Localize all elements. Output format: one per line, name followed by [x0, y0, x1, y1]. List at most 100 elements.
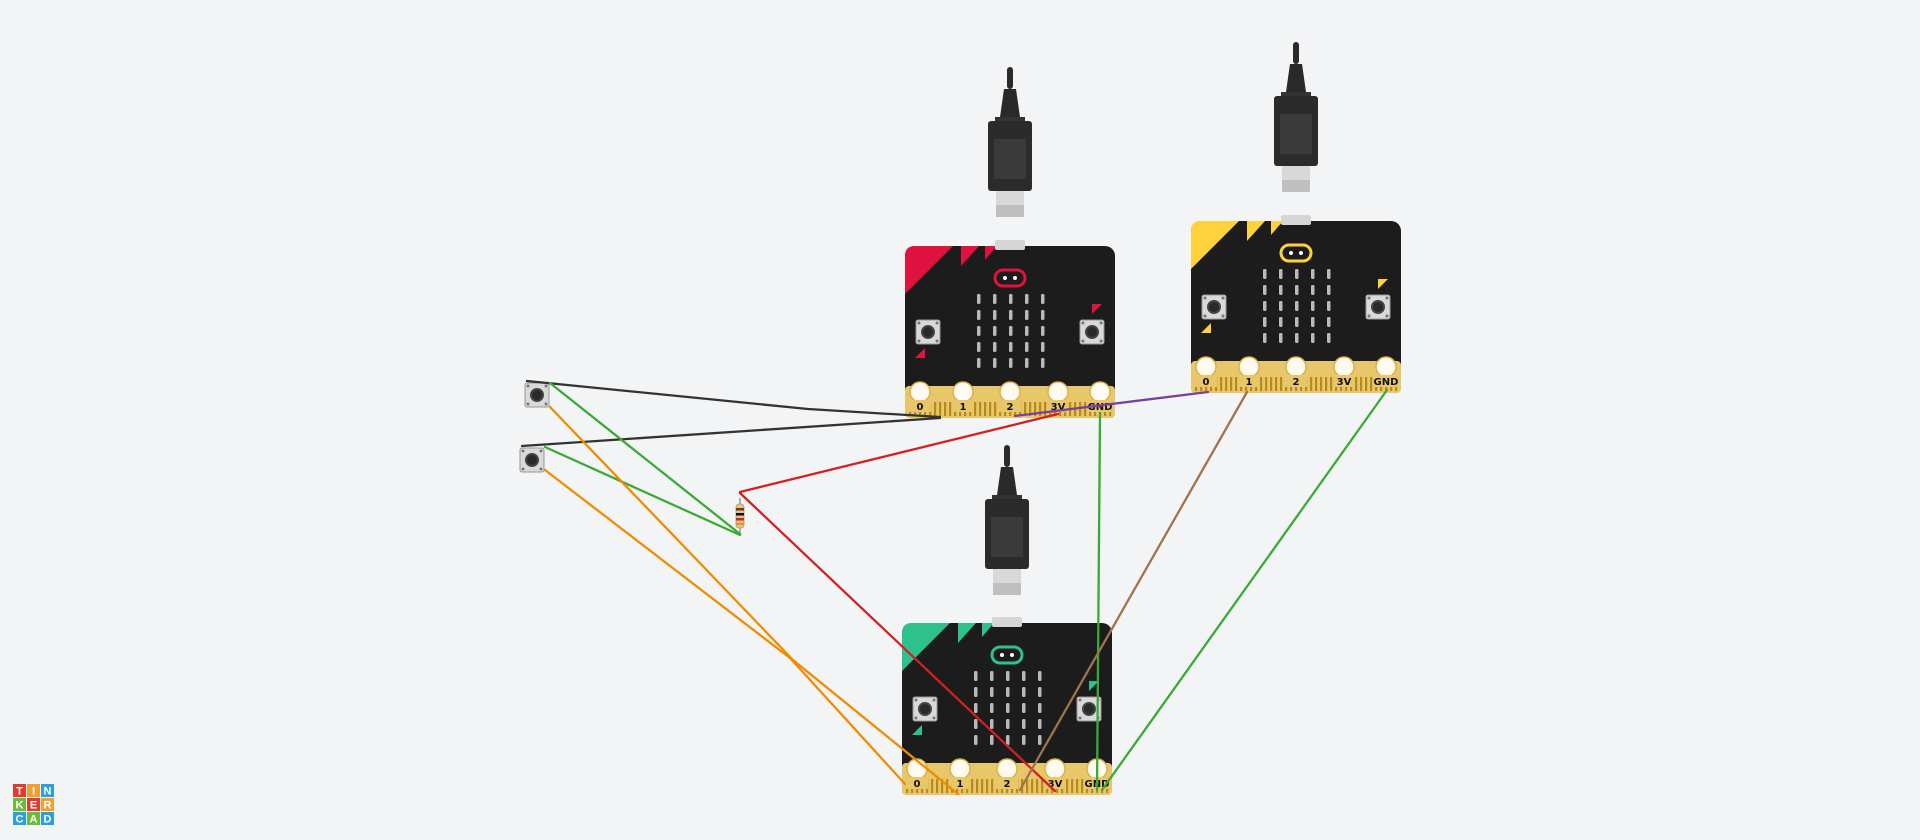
pin-label: 3V: [1051, 402, 1066, 413]
usb-port-icon: [995, 240, 1025, 250]
led: [1041, 342, 1045, 352]
wire-green-1: [548, 381, 742, 536]
wire-orange-1: [548, 405, 960, 796]
edge-tooth: [1325, 377, 1328, 391]
led: [974, 671, 978, 681]
led: [990, 735, 994, 745]
led: [1279, 285, 1283, 295]
button-a[interactable]: [1201, 294, 1227, 320]
pin-label: 2: [1293, 377, 1300, 388]
logo-letter: I: [32, 786, 35, 798]
logo-letter: A: [30, 814, 38, 826]
pin-0[interactable]: [909, 381, 931, 403]
led: [1025, 342, 1029, 352]
edge-tooth: [986, 779, 989, 793]
edge-tooth: [976, 779, 979, 793]
led: [1327, 317, 1331, 327]
led: [990, 719, 994, 729]
pin-0[interactable]: [1195, 356, 1217, 378]
board-accent: [905, 246, 953, 294]
pin-3v[interactable]: [1047, 381, 1069, 403]
edge-tooth: [936, 779, 939, 793]
edge-tooth: [939, 402, 942, 416]
edge-tooth: [974, 402, 977, 416]
pin-3v[interactable]: [1333, 356, 1355, 378]
pin-gnd[interactable]: [1089, 381, 1111, 403]
logo-letter: N: [44, 786, 52, 798]
led: [1295, 317, 1299, 327]
led: [1041, 294, 1045, 304]
button-a[interactable]: [912, 696, 938, 722]
led: [993, 294, 997, 304]
usb-cable-icon[interactable]: [985, 445, 1029, 595]
edge-tooth: [1230, 377, 1233, 391]
led: [1022, 671, 1026, 681]
pin-2[interactable]: [1285, 356, 1307, 378]
edge-tooth: [1066, 779, 1069, 793]
led: [1327, 269, 1331, 279]
resistor[interactable]: [735, 498, 745, 534]
led: [974, 703, 978, 713]
led: [1295, 269, 1299, 279]
edge-tooth: [991, 779, 994, 793]
pin-1[interactable]: [952, 381, 974, 403]
logo-tile: [41, 798, 54, 811]
wire-black-2: [520, 416, 942, 448]
usb-cable-icon[interactable]: [988, 67, 1032, 217]
edge-tooth: [1041, 779, 1044, 793]
pin-2[interactable]: [996, 758, 1018, 780]
edge-tooth: [1330, 377, 1333, 391]
led: [1311, 285, 1315, 295]
led: [1038, 671, 1042, 681]
wire-black-1: [525, 379, 942, 419]
led: [1263, 301, 1267, 311]
edge-tooth: [1355, 377, 1358, 391]
edge-tooth: [1081, 779, 1084, 793]
pin-label: 2: [1007, 402, 1014, 413]
edge-tooth: [1044, 402, 1047, 416]
logo-tile: [27, 798, 40, 811]
label-b-icon: [1089, 681, 1099, 691]
led: [1009, 326, 1013, 336]
led: [1263, 333, 1267, 343]
usb-cable-icon[interactable]: [1274, 42, 1318, 192]
pin-1[interactable]: [1238, 356, 1260, 378]
pin-label: 1: [957, 779, 964, 790]
led: [1022, 719, 1026, 729]
led: [974, 687, 978, 697]
pushbutton-1[interactable]: [524, 382, 550, 408]
edge-tooth: [1370, 377, 1373, 391]
pin-gnd[interactable]: [1375, 356, 1397, 378]
led: [990, 703, 994, 713]
led: [1279, 317, 1283, 327]
button-a[interactable]: [915, 319, 941, 345]
button-b[interactable]: [1365, 294, 1391, 320]
edge-tooth: [981, 779, 984, 793]
label-a-icon: [1201, 323, 1211, 333]
pin-1[interactable]: [949, 758, 971, 780]
pin-2[interactable]: [999, 381, 1021, 403]
edge-tooth: [1071, 779, 1074, 793]
pushbutton-2[interactable]: [519, 447, 545, 473]
edge-tooth: [1029, 402, 1032, 416]
led: [1022, 687, 1026, 697]
button-b[interactable]: [1079, 319, 1105, 345]
led: [1006, 687, 1010, 697]
pin-3v[interactable]: [1044, 758, 1066, 780]
label-a-icon: [915, 348, 925, 358]
edge-tooth: [1220, 377, 1223, 391]
led: [1327, 301, 1331, 311]
edge-tooth: [1260, 377, 1263, 391]
pin-label: GND: [1374, 377, 1399, 388]
edge-tooth: [1270, 377, 1273, 391]
logo-tile: [41, 812, 54, 825]
wire-brown: [1018, 390, 1249, 792]
led: [977, 310, 981, 320]
edge-tooth: [1315, 377, 1318, 391]
led: [1295, 333, 1299, 343]
